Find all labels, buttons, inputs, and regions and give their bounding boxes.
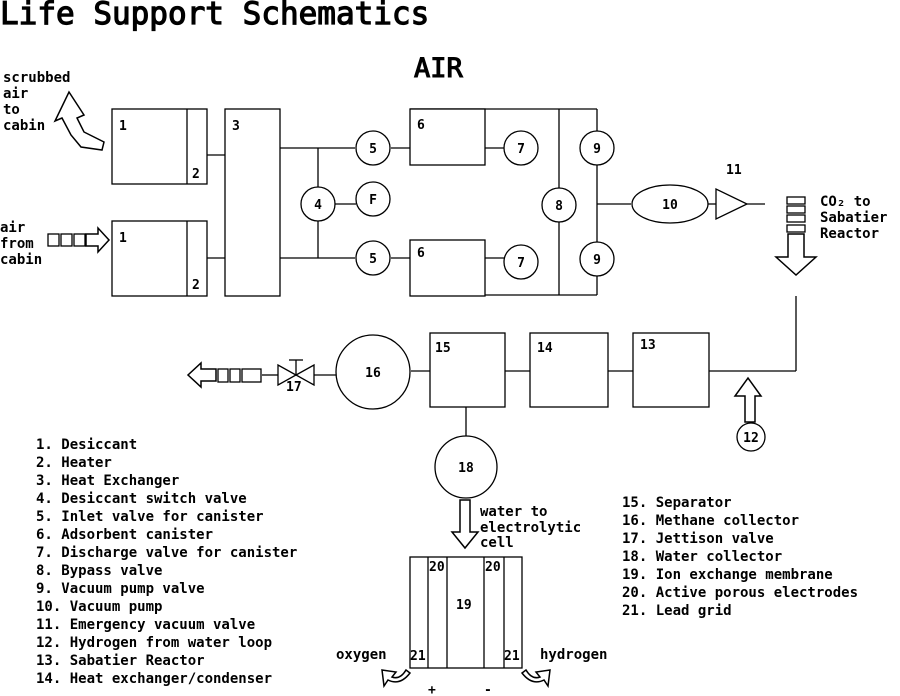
scrubbed-air-arrow-icon xyxy=(53,90,105,151)
label-f: F xyxy=(369,193,377,208)
desiccant-box-bottom xyxy=(111,220,208,297)
hydrogen-source-12 xyxy=(736,422,766,452)
sabatier-reactor-13 xyxy=(632,332,710,408)
label-14: 14 xyxy=(537,341,553,356)
label-6-bottom: 6 xyxy=(417,246,425,261)
label-18: 18 xyxy=(458,461,474,476)
heat-exchanger-box xyxy=(224,108,281,297)
label-20-left: 20 xyxy=(429,560,445,575)
valve-8 xyxy=(541,187,577,223)
label-9-top: 9 xyxy=(593,142,601,157)
label-2-top: 2 xyxy=(192,167,200,182)
scrubbed-air-label: scrubbed air to cabin xyxy=(3,70,79,134)
label-7-bottom: 7 xyxy=(517,256,525,271)
label-1-top: 1 xyxy=(119,119,127,134)
label-11: 11 xyxy=(726,163,742,178)
oxygen-label: oxygen xyxy=(336,647,387,663)
label-3: 3 xyxy=(232,119,240,134)
label-21-left: 21 xyxy=(410,649,426,664)
methane-collector-16 xyxy=(335,334,411,410)
valve-4 xyxy=(300,186,336,222)
label-12: 12 xyxy=(743,431,759,446)
hydrogen-label: hydrogen xyxy=(540,647,607,663)
valve-7-bottom xyxy=(503,244,539,280)
valve-9-bottom xyxy=(579,241,615,277)
label-7-top: 7 xyxy=(517,142,525,157)
canister-6-bottom xyxy=(409,239,486,297)
label-10: 10 xyxy=(662,198,678,213)
co2-label: CO₂ to Sabatier Reactor xyxy=(820,194,896,242)
water-label: water to electrolytic cell xyxy=(480,504,590,551)
jettison-out-arrow-icon xyxy=(186,361,262,389)
valve-f xyxy=(355,181,391,217)
plus-terminal: + xyxy=(428,683,436,696)
canister-6-top xyxy=(409,108,486,166)
label-20-right: 20 xyxy=(485,560,501,575)
label-8: 8 xyxy=(555,199,563,214)
condenser-14 xyxy=(529,332,609,408)
label-17: 17 xyxy=(286,380,302,395)
legend-right: 15. Separator 16. Methane collector 17. … xyxy=(622,495,866,619)
air-from-cabin-label: air from cabin xyxy=(0,220,42,268)
separator-15 xyxy=(429,332,506,408)
label-5-top: 5 xyxy=(369,142,377,157)
hydrogen-up-arrow-icon xyxy=(733,376,763,423)
valve-5-top xyxy=(355,130,391,166)
jettison-valve-icon xyxy=(277,359,315,387)
electrolytic-cell xyxy=(409,556,523,669)
label-1-bottom: 1 xyxy=(119,231,127,246)
label-2-bottom: 2 xyxy=(192,278,200,293)
label-21-right: 21 xyxy=(504,649,520,664)
desiccant-box-top xyxy=(111,108,208,185)
minus-terminal: - xyxy=(484,683,492,696)
valve-9-top xyxy=(579,130,615,166)
co2-down-arrow-icon xyxy=(774,233,818,277)
legend-left: 1. Desiccant 2. Heater 3. Heat Exchanger… xyxy=(36,437,306,687)
water-down-arrow-icon xyxy=(450,499,480,550)
label-9-bottom: 9 xyxy=(593,253,601,268)
label-13: 13 xyxy=(640,338,656,353)
co2-stack-icon xyxy=(786,196,806,233)
label-16: 16 xyxy=(365,366,381,381)
label-6-top: 6 xyxy=(417,118,425,133)
valve-5-bottom xyxy=(355,240,391,276)
sabatier-pipes xyxy=(262,296,797,437)
section-heading: AIR xyxy=(414,53,464,84)
label-15: 15 xyxy=(435,341,451,356)
water-collector-18 xyxy=(434,435,498,499)
oxygen-out-arrow-icon xyxy=(381,668,412,689)
valve-7-top xyxy=(503,130,539,166)
vacuum-pump-10 xyxy=(631,184,709,224)
label-4: 4 xyxy=(314,198,322,213)
label-19: 19 xyxy=(456,598,472,613)
air-in-arrow-icon xyxy=(47,226,111,254)
diagram-title: Life Support Schematics xyxy=(0,0,429,32)
label-5-bottom: 5 xyxy=(369,252,377,267)
emergency-valve-11 xyxy=(715,187,749,221)
hydrogen-out-arrow-icon xyxy=(520,668,551,689)
